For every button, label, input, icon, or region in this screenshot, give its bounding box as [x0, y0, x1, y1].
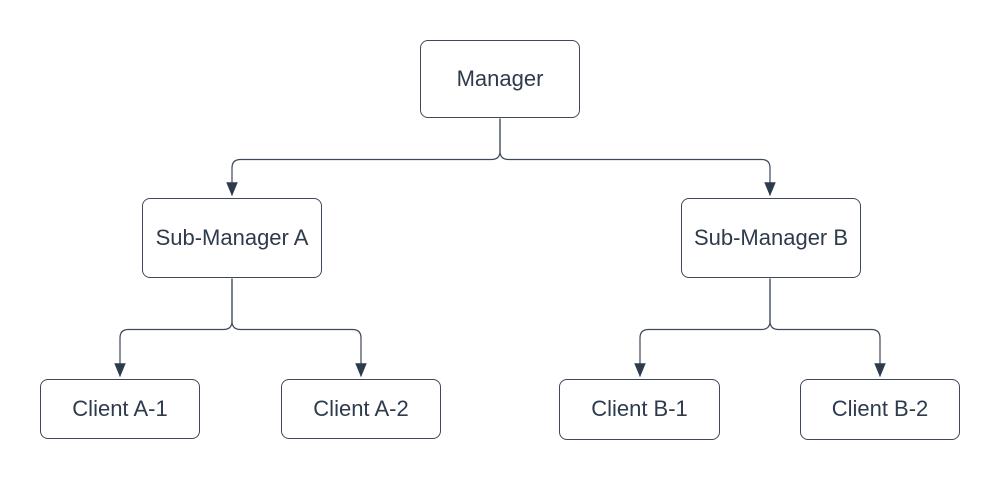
- node-client-a-2-label: Client A-2: [313, 395, 409, 421]
- node-sub-manager-a[interactable]: Sub-Manager A: [142, 198, 322, 278]
- edge-sub-manager-b-to-client-b-1: [634, 278, 771, 378]
- edge-manager-to-sub-manager-b: [499, 118, 776, 197]
- node-client-a-1[interactable]: Client A-1: [40, 379, 200, 439]
- edge-sub-manager-a-to-client-a-2: [231, 278, 367, 378]
- node-manager[interactable]: Manager: [420, 40, 580, 118]
- edge-sub-manager-b-to-client-b-2: [769, 278, 886, 378]
- node-client-a-2[interactable]: Client A-2: [281, 379, 441, 439]
- edge-manager-to-sub-manager-a: [226, 118, 501, 197]
- node-client-b-1-label: Client B-1: [591, 396, 688, 422]
- node-sub-manager-b[interactable]: Sub-Manager B: [681, 198, 861, 278]
- edge-sub-manager-a-to-client-a-1: [114, 278, 233, 378]
- node-client-b-2-label: Client B-2: [831, 396, 929, 422]
- node-client-a-1-label: Client A-1: [72, 395, 168, 421]
- node-client-b-1[interactable]: Client B-1: [559, 379, 720, 440]
- node-sub-manager-a-label: Sub-Manager A: [155, 224, 309, 250]
- node-sub-manager-b-label: Sub-Manager B: [693, 224, 849, 250]
- node-manager-label: Manager: [456, 65, 544, 91]
- node-client-b-2[interactable]: Client B-2: [800, 379, 960, 440]
